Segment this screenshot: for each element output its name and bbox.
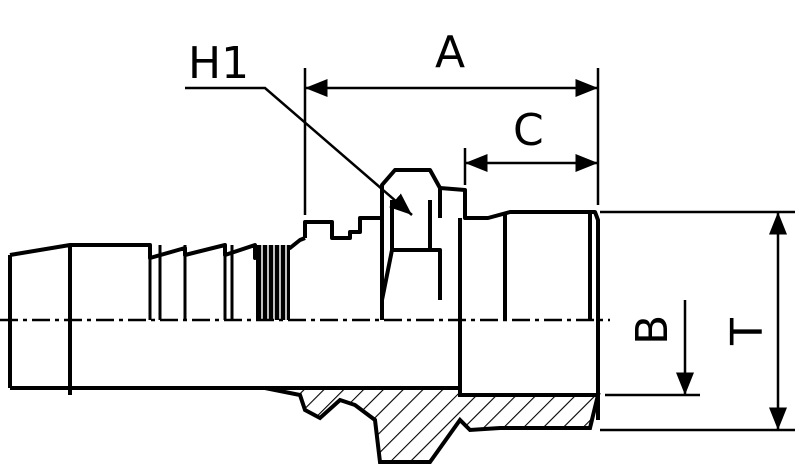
dimension-lines bbox=[185, 79, 787, 430]
label-t: T bbox=[722, 318, 773, 346]
o-ring-band bbox=[256, 245, 290, 320]
label-h1: H1 bbox=[188, 38, 249, 89]
section-hatch bbox=[10, 386, 601, 464]
label-b: B bbox=[627, 315, 678, 345]
barb-lines bbox=[148, 245, 234, 320]
label-c: C bbox=[513, 105, 544, 156]
label-a: A bbox=[435, 27, 465, 78]
extension-lines bbox=[303, 68, 795, 432]
